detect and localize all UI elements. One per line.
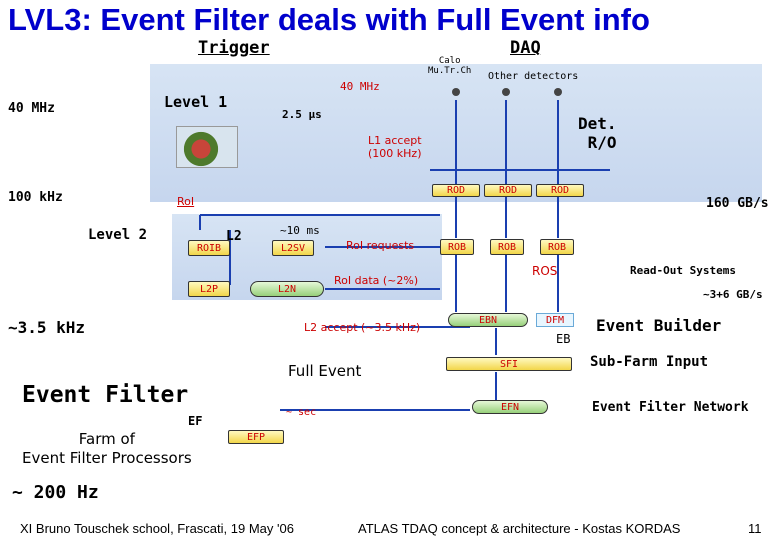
full-event-label: Full Event xyxy=(288,362,362,380)
roi-label: RoI xyxy=(177,195,195,208)
sub-farm-input-label: Sub-Farm Input xyxy=(590,354,709,370)
rob-box-2: ROB xyxy=(490,239,524,255)
l1-accept-label: L1 accept (100 kHz) xyxy=(368,134,422,160)
event-builder-label: Event Builder xyxy=(596,316,722,335)
rob-box-1: ROB xyxy=(440,239,474,255)
sfi-box: SFI xyxy=(446,357,572,371)
roib-box: ROIB xyxy=(188,240,230,256)
footer-center: ATLAS TDAQ concept & architecture - Kost… xyxy=(358,521,681,536)
rod-box-2: ROD xyxy=(484,184,532,197)
ef-label: EF xyxy=(188,414,203,428)
event-filter-network-label: Event Filter Network xyxy=(592,400,749,415)
rate-40mhz-left: 40 MHz xyxy=(8,101,55,116)
latency-sec: ~ sec xyxy=(286,407,317,418)
level2-label: Level 2 xyxy=(88,227,148,243)
latency-10ms: ~10 ms xyxy=(280,224,320,237)
l2-label: L2 xyxy=(226,229,242,244)
page-title: LVL3: Event Filter deals with Full Event… xyxy=(8,2,650,37)
rod-box-1: ROD xyxy=(432,184,480,197)
readout-systems-label: Read-Out Systems xyxy=(630,264,736,277)
eb-label: EB xyxy=(556,332,571,346)
trigger-header: Trigger xyxy=(198,38,270,58)
efn-box: EFN xyxy=(472,400,548,414)
roi-requests-label: RoI requests xyxy=(346,239,415,252)
roi-data-label: RoI data (~2%) xyxy=(334,274,419,287)
footer-left: XI Bruno Touschek school, Frascati, 19 M… xyxy=(20,521,294,536)
l2-accept-label: L2 accept (~3.5 kHz) xyxy=(304,321,421,334)
calo-mutrch-label: Calo Mu.Tr.Ch xyxy=(428,56,472,76)
rate-40mhz-top: 40 MHz xyxy=(340,80,380,93)
event-display-image xyxy=(176,126,238,168)
rate-160gbs: 160 GB/s xyxy=(706,196,769,211)
efp-box: EFP xyxy=(228,430,284,444)
page-number: 11 xyxy=(748,521,762,536)
event-filter-label: Event Filter xyxy=(22,382,189,408)
other-detectors-label: Other detectors xyxy=(488,71,579,82)
latency-25us: 2.5 μs xyxy=(282,108,322,121)
rate-200hz: ~ 200 Hz xyxy=(12,482,99,503)
rod-box-3: ROD xyxy=(536,184,584,197)
l2sv-box: L2SV xyxy=(272,240,314,256)
rate-3-6gbs: ~3+6 GB/s xyxy=(703,288,763,301)
level1-label: Level 1 xyxy=(164,93,228,111)
ros-label: ROS xyxy=(532,264,558,278)
rate-100khz: 100 kHz xyxy=(8,190,63,205)
farm-of-efp-label: Farm of Event Filter Processors xyxy=(22,430,192,467)
dfm-box: DFM xyxy=(536,313,574,327)
det-ro-label: Det. R/O xyxy=(578,114,617,152)
rate-35khz: ~3.5 kHz xyxy=(8,318,86,337)
ebn-box: EBN xyxy=(448,313,528,327)
daq-header: DAQ xyxy=(510,38,541,58)
rob-box-3: ROB xyxy=(540,239,574,255)
l2p-box: L2P xyxy=(188,281,230,297)
l2n-box: L2N xyxy=(250,281,324,297)
